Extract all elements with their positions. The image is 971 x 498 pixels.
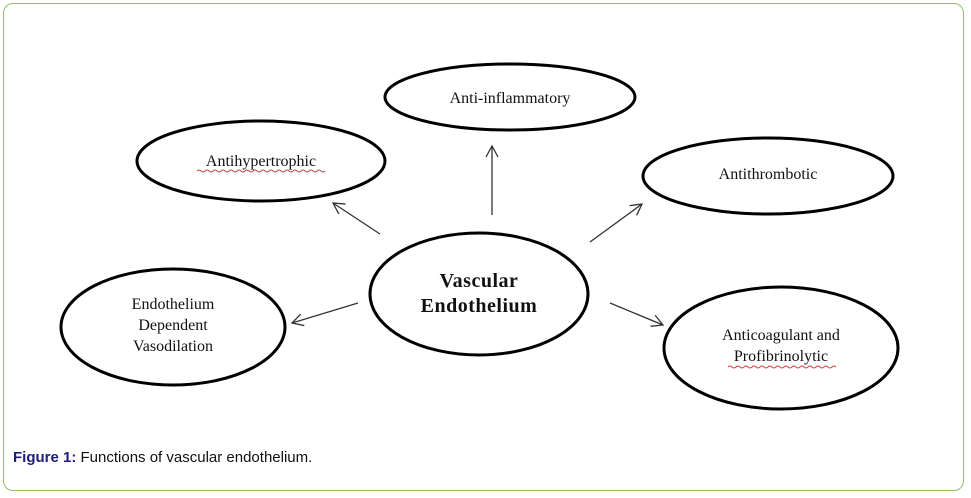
arrow-to-anticoagulant [609,302,665,327]
center-label-line-1: Vascular [440,270,519,292]
node-anti-inflammatory: Anti-inflammatory [383,62,637,132]
node-label-antihypertrophic: Antihypertrophic [206,153,316,170]
node-label-anti-inflammatory: Anti-inflammatory [450,90,571,107]
node-label-anticoagulant-line-2: Profibrinolytic [734,348,828,365]
node-label-anticoagulant-line-1: Anticoagulant and [722,327,840,344]
arrow-to-antithrombotic [589,203,644,243]
figure-caption-label: Figure 1: [13,449,77,466]
node-label-vasodilation-line-3: Vasodilation [133,338,213,355]
center-label-line-2: Endothelium [421,295,538,317]
node-antithrombotic: Antithrombotic [641,136,895,216]
endothelium-function-diagram: Vascular Endothelium Anti-inflammatory A… [59,62,900,411]
spellcheck-underline [727,365,837,369]
node-vascular-endothelium: Vascular Endothelium [368,231,590,357]
node-anticoagulant-profibrinolytic: Anticoagulant and Profibrinolytic [662,285,900,411]
spellcheck-underline [196,169,326,173]
arrow-to-vasodilation [290,302,359,327]
node-label-vasodilation-line-1: Endothelium [132,296,215,313]
figure-caption: Figure 1: Functions of vascular endothel… [13,449,312,466]
node-label-vasodilation-line-2: Dependent [138,317,208,334]
node-label-antithrombotic: Antithrombotic [719,166,818,183]
node-endothelium-dependent-vasodilation: Endothelium Dependent Vasodilation [59,267,287,387]
arrow-to-antihypertrophic [331,202,381,235]
node-antihypertrophic: Antihypertrophic [135,119,387,203]
figure-caption-text: Functions of vascular endothelium. [76,449,313,466]
